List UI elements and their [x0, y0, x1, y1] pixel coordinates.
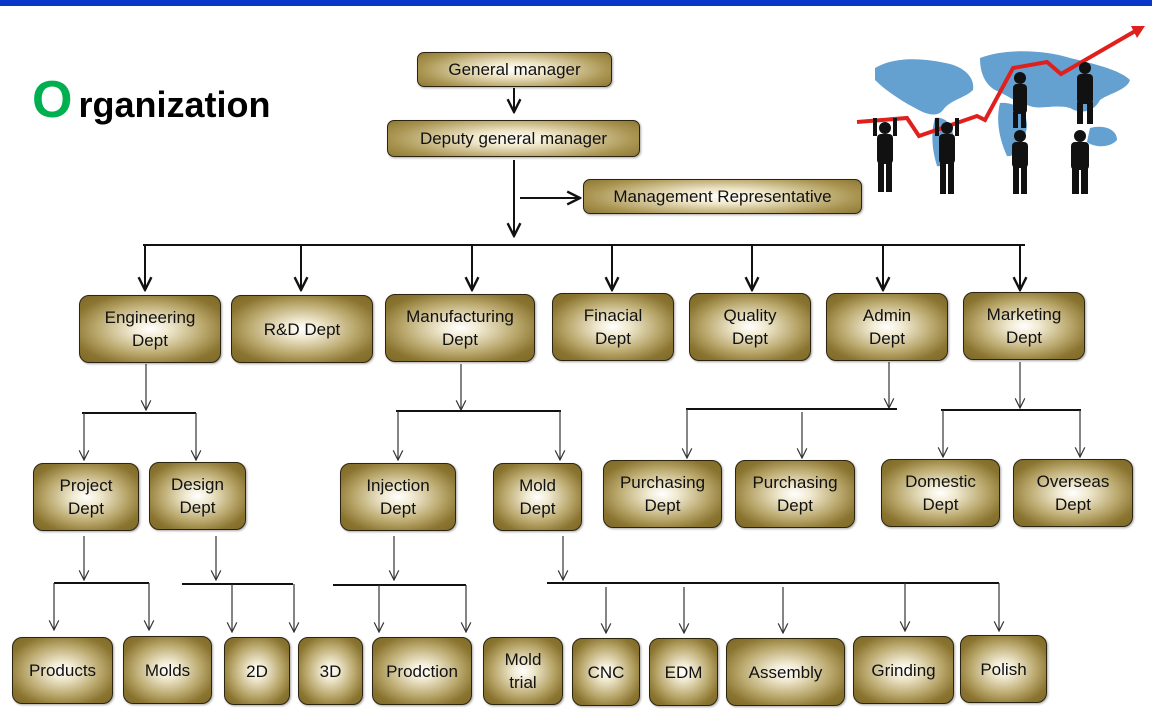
node-polish[interactable]: Polish — [960, 635, 1047, 703]
node-label: Design — [171, 475, 224, 494]
node-label: Dept — [595, 329, 631, 348]
title-initial: O — [32, 71, 73, 129]
rising-trend-arrow-icon — [856, 28, 1139, 139]
node-label: Dept — [1006, 328, 1042, 347]
node-label: Dept — [132, 331, 168, 350]
node-label: Purchasing — [752, 473, 838, 492]
node-label: EDM — [664, 662, 703, 682]
node-label: Dept — [732, 329, 768, 348]
node-rd-dept[interactable]: R&D Dept — [231, 295, 373, 363]
node-label: 2D — [246, 661, 268, 681]
node-label: Manufacturing — [406, 307, 514, 326]
node-label: General manager — [448, 60, 581, 79]
node-label: Management Representative — [613, 187, 832, 206]
node-label: Finacial — [583, 306, 643, 325]
node-assembly[interactable]: Assembly — [726, 638, 845, 706]
node-management-representative[interactable]: Management Representative — [583, 179, 862, 214]
node-3d[interactable]: 3D — [298, 637, 363, 705]
growth-teamwork-illustration-icon — [856, 26, 1145, 194]
node-label: Grinding — [871, 660, 936, 680]
node-label: Dept — [380, 499, 416, 518]
node-general-manager[interactable]: General manager — [417, 52, 612, 87]
node-label: Deputy general manager — [419, 129, 608, 148]
node-label: trial — [509, 673, 537, 692]
node-label: 3D — [319, 661, 342, 681]
node-label: Injection — [366, 476, 430, 495]
node-label: Project — [59, 476, 113, 495]
node-deputy-general-manager[interactable]: Deputy general manager — [387, 120, 640, 157]
node-label: Assembly — [748, 662, 823, 682]
node-label: Prodction — [386, 661, 458, 681]
node-label: Products — [28, 661, 97, 680]
node-label: Dept — [644, 496, 681, 515]
node-label: Overseas — [1036, 472, 1110, 491]
node-production[interactable]: Prodction — [372, 637, 472, 705]
node-label: Polish — [980, 659, 1027, 679]
node-label: Dept — [179, 498, 216, 517]
node-label: Marketing — [986, 305, 1062, 324]
node-label: Engineering — [104, 308, 196, 327]
node-label: Purchasing — [619, 473, 706, 492]
title-rest: rganization — [78, 84, 271, 125]
node-grinding[interactable]: Grinding — [853, 636, 954, 704]
node-2d[interactable]: 2D — [224, 637, 290, 705]
node-label: Dept — [777, 496, 813, 515]
node-products[interactable]: Products — [12, 637, 113, 704]
node-label: Admin — [862, 306, 912, 325]
node-label: CNC — [587, 662, 625, 682]
people-silhouettes-icon — [873, 62, 1093, 194]
node-label: R&D Dept — [263, 319, 341, 339]
node-label: Quality — [723, 306, 777, 325]
node-label: Dept — [922, 495, 959, 514]
node-molds[interactable]: Molds — [123, 636, 212, 704]
top-accent-bar — [0, 0, 1152, 6]
node-label: Dept — [869, 329, 905, 348]
node-label: Dept — [1055, 495, 1091, 514]
node-label: Domestic — [905, 472, 976, 491]
arrow-head-icon — [1131, 26, 1145, 38]
node-edm[interactable]: EDM — [649, 638, 718, 706]
node-label: Mold — [504, 650, 542, 669]
node-label: Dept — [442, 330, 478, 349]
node-label: Dept — [519, 499, 556, 518]
node-cnc[interactable]: CNC — [572, 638, 640, 706]
node-label: Mold — [519, 476, 556, 495]
node-label: Dept — [68, 499, 104, 518]
node-mold-trial[interactable]: Mold trial — [483, 637, 563, 705]
node-label: Molds — [144, 660, 191, 680]
